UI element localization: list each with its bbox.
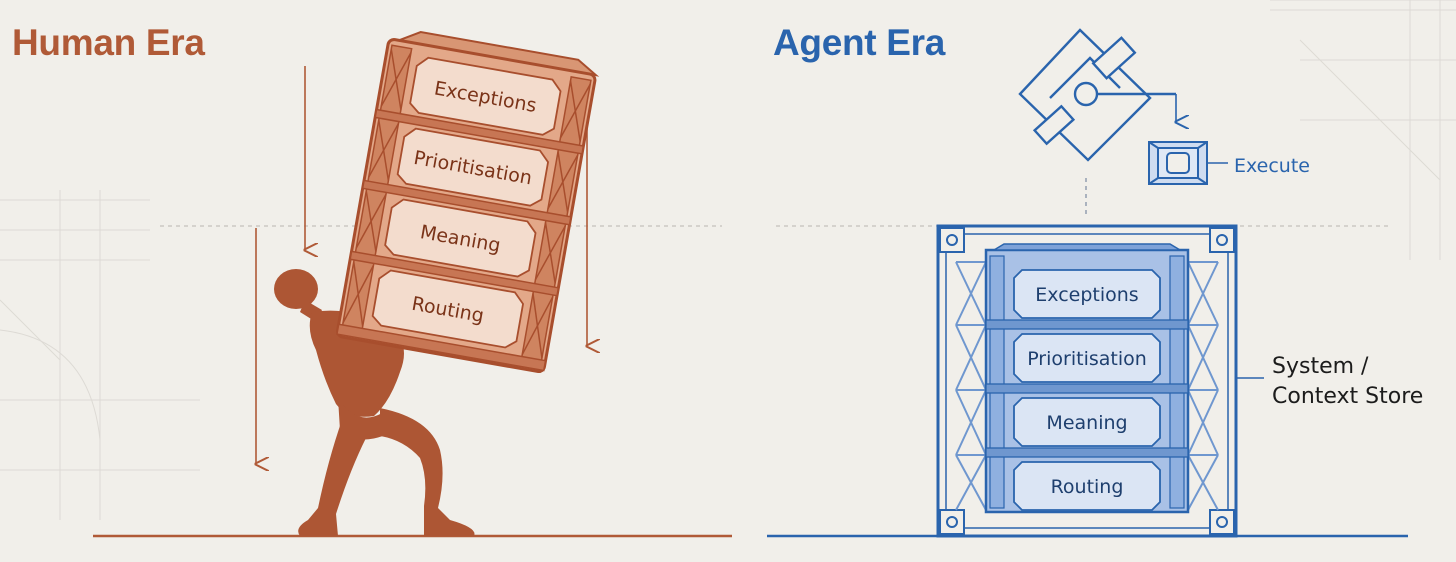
execute-box-icon <box>1148 141 1208 185</box>
agent-block-routing <box>1013 461 1161 511</box>
agent-block-meaning <box>1013 397 1161 447</box>
human-era-title: Human Era <box>12 22 205 63</box>
execute-label: Execute <box>1234 155 1310 177</box>
human-block-routing <box>371 269 524 349</box>
agent-rack-frame: Exceptions Prioritisation Meaning Routin… <box>936 224 1238 538</box>
human-block-meaning <box>384 198 537 278</box>
agent-label-meaning: Meaning <box>1046 412 1127 434</box>
robot-arm-icon <box>1018 28 1176 162</box>
store-label-line-2: Context Store <box>1272 384 1423 409</box>
human-block-exceptions <box>409 56 562 136</box>
agent-block-exceptions <box>1013 269 1161 319</box>
pressure-arrows <box>256 66 587 464</box>
agent-label-exceptions: Exceptions <box>1035 284 1138 306</box>
agent-label-routing: Routing <box>1051 476 1124 498</box>
agent-block-prioritisation <box>1013 333 1161 383</box>
agent-era-title: Agent Era <box>773 22 946 63</box>
store-label: System / Context Store <box>1272 354 1423 409</box>
store-label-line-1: System / <box>1272 354 1369 379</box>
human-crate-icon: Exceptions Prioritisation Meaning Routin… <box>336 30 600 374</box>
agent-label-prioritisation: Prioritisation <box>1027 348 1147 370</box>
blueprint-background <box>0 0 1456 520</box>
human-block-prioritisation <box>396 127 549 207</box>
